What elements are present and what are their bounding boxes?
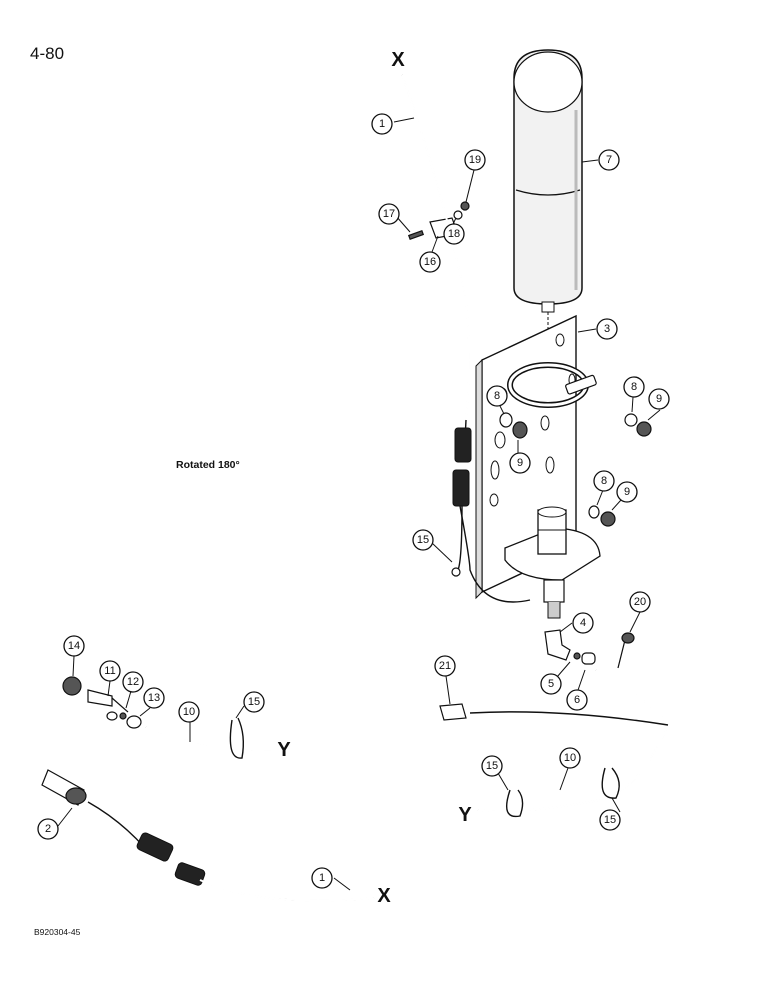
callout-10: 10: [178, 701, 200, 723]
callout-5: 5: [540, 673, 562, 695]
svg-text:14: 14: [68, 640, 80, 652]
callout-15: 15: [412, 529, 434, 551]
rotation-note: Rotated 180°: [176, 459, 240, 471]
svg-text:15: 15: [417, 534, 429, 546]
svg-text:15: 15: [486, 760, 498, 772]
callout-9: 9: [509, 452, 531, 474]
callout-7: 7: [598, 149, 620, 171]
upper-harness-wire: [401, 74, 531, 603]
svg-text:19: 19: [469, 154, 481, 166]
svg-text:4: 4: [580, 617, 586, 629]
callout-12: 12: [122, 671, 144, 693]
callout-15: 15: [599, 809, 621, 831]
elbow-fitting: [544, 629, 596, 665]
page-number: 4-80: [30, 44, 65, 63]
svg-text:15: 15: [248, 696, 260, 708]
wire-end-label-y-left: Y: [277, 739, 291, 761]
callout-18: 18: [443, 223, 465, 245]
callout-8: 8: [593, 470, 615, 492]
callout-14: 14: [63, 635, 85, 657]
svg-text:20: 20: [634, 596, 646, 608]
callout-20: 20: [629, 591, 651, 613]
mounting-bracket: [475, 314, 601, 600]
callout-9: 9: [616, 481, 638, 503]
svg-text:21: 21: [439, 660, 451, 672]
callout-19: 19: [464, 149, 486, 171]
svg-text:15: 15: [604, 814, 616, 826]
svg-text:8: 8: [631, 381, 637, 393]
svg-text:16: 16: [424, 256, 436, 268]
leader-lines: [57, 117, 661, 891]
callout-4: 4: [572, 612, 594, 634]
callout-2: 2: [37, 818, 59, 840]
pressure-switch-fitting: [537, 506, 567, 619]
right-side-hose: [439, 632, 670, 818]
callout-11: 11: [99, 660, 121, 682]
callout-6: 6: [566, 689, 588, 711]
svg-text:9: 9: [517, 457, 523, 469]
callout-1: 1: [311, 867, 333, 889]
svg-text:13: 13: [148, 692, 160, 704]
wire-end-label-x-top: X: [391, 49, 405, 71]
svg-text:12: 12: [127, 676, 139, 688]
svg-text:18: 18: [448, 228, 460, 240]
callout-16: 16: [419, 251, 441, 273]
lower-left-switch-assembly: [62, 676, 273, 759]
clamp-band: [507, 362, 597, 408]
svg-text:11: 11: [104, 665, 115, 677]
callout-3: 3: [596, 318, 618, 340]
callout-15: 15: [243, 691, 265, 713]
svg-text:9: 9: [624, 486, 630, 498]
callout-15: 15: [481, 755, 503, 777]
svg-text:6: 6: [574, 694, 580, 706]
callout-10: 10: [559, 747, 581, 769]
svg-text:8: 8: [601, 475, 607, 487]
callout-21: 21: [434, 655, 456, 677]
wire-end-label-x-bottom: X: [377, 885, 391, 907]
callout-1: 1: [371, 113, 393, 135]
callout-8: 8: [623, 376, 645, 398]
svg-text:1: 1: [319, 872, 325, 884]
lower-harness: [41, 769, 375, 902]
svg-text:17: 17: [383, 208, 395, 220]
figure-id: B920304-45: [34, 927, 81, 937]
svg-text:1: 1: [379, 118, 385, 130]
callout-17: 17: [378, 203, 400, 225]
svg-text:9: 9: [656, 393, 662, 405]
svg-text:7: 7: [606, 154, 612, 166]
svg-text:3: 3: [604, 323, 610, 335]
svg-text:8: 8: [494, 390, 500, 402]
svg-text:10: 10: [564, 752, 576, 764]
svg-text:2: 2: [45, 823, 51, 835]
washers-and-nuts: [499, 412, 652, 527]
svg-text:5: 5: [548, 678, 554, 690]
callout-9: 9: [648, 388, 670, 410]
svg-text:10: 10: [183, 706, 195, 718]
callout-8: 8: [486, 385, 508, 407]
callout-13: 13: [143, 687, 165, 709]
wire-end-label-y-right: Y: [458, 804, 472, 826]
